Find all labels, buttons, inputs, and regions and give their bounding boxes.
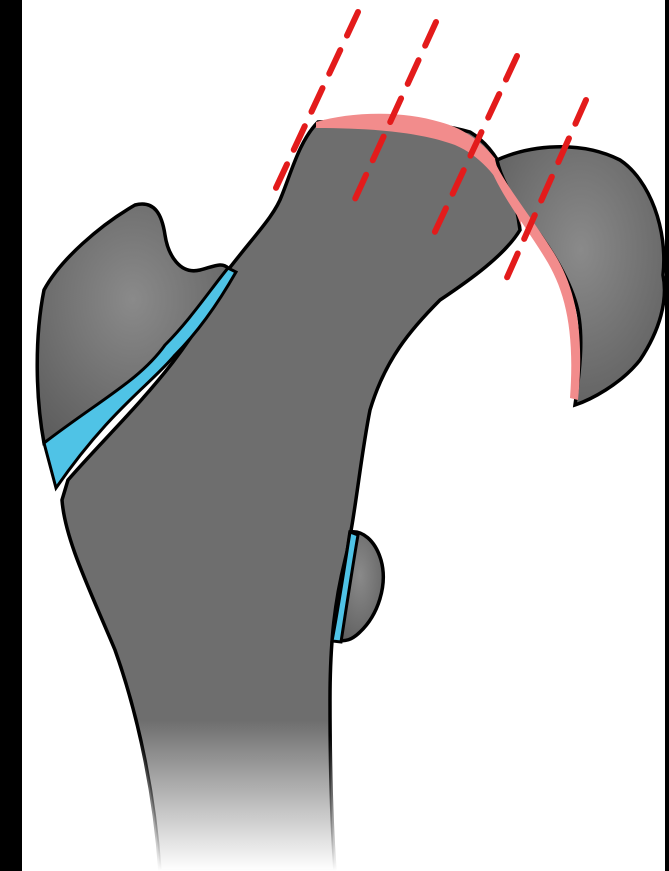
diagram-canvas (0, 0, 669, 871)
femur-osteotomy-diagram (0, 0, 669, 871)
